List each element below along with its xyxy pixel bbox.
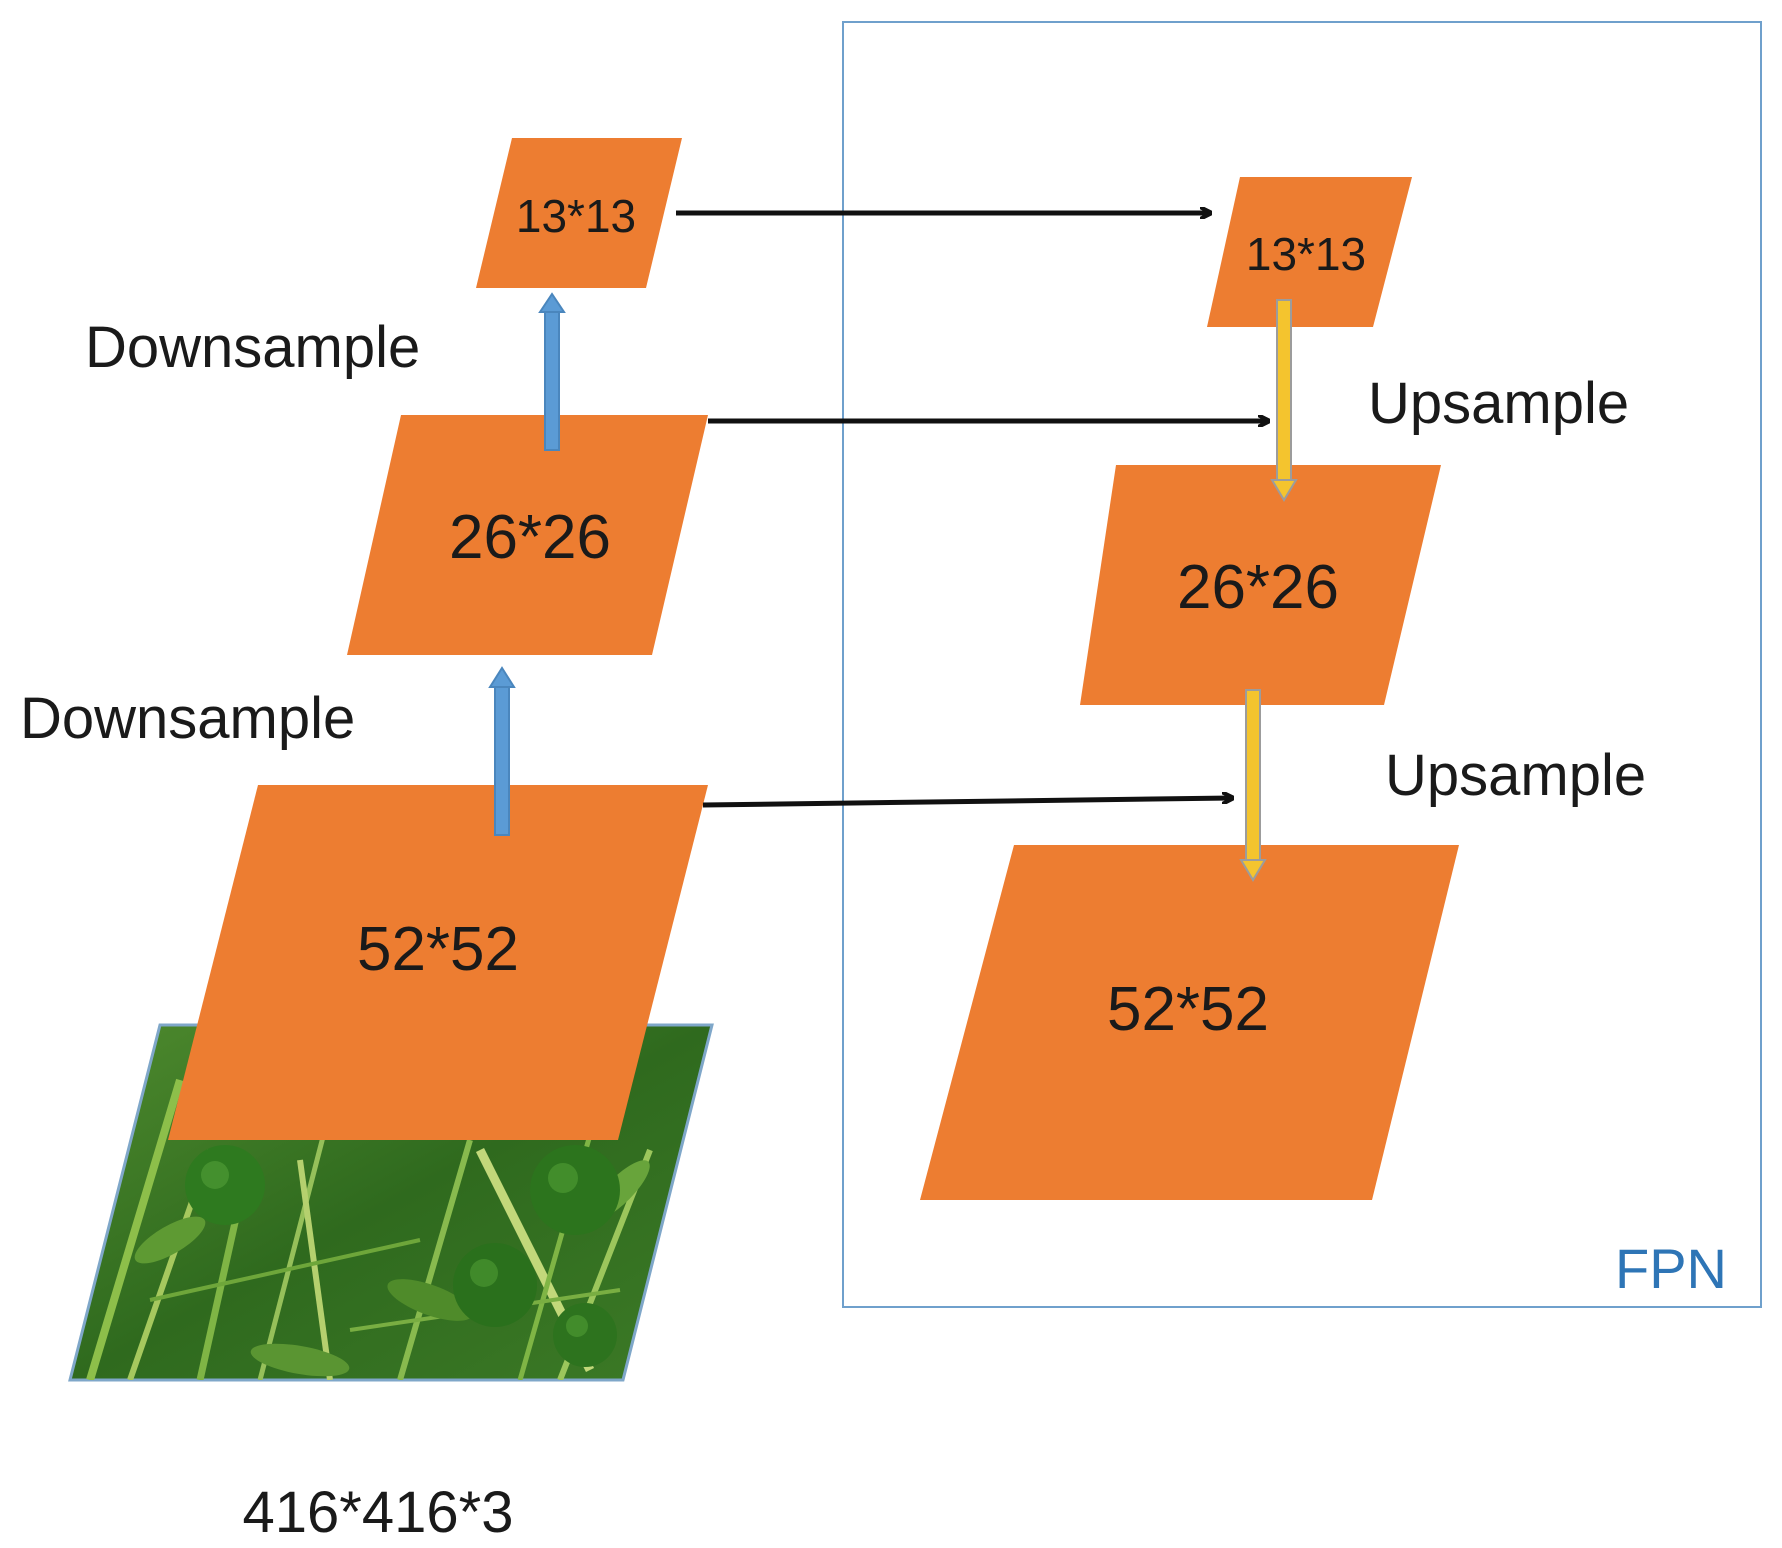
upsample-arrow-lower bbox=[1239, 689, 1267, 882]
fpn-label-26: 26*26 bbox=[1177, 553, 1339, 622]
fpn-box bbox=[842, 21, 1762, 1308]
backbone-feature-map-52 bbox=[168, 785, 708, 1140]
upsample-arrow-upper bbox=[1270, 299, 1298, 502]
downsample-arrow-lower bbox=[488, 666, 516, 836]
fpn-feature-map-26 bbox=[1080, 465, 1441, 705]
fpn-feature-map-13 bbox=[1207, 177, 1412, 327]
lateral-arrow-52 bbox=[702, 798, 1232, 808]
downsample-label-upper: Downsample bbox=[85, 315, 420, 380]
backbone-label-26: 26*26 bbox=[449, 503, 611, 572]
backbone-label-13: 13*13 bbox=[516, 190, 636, 242]
fpn-label-52: 52*52 bbox=[1107, 975, 1269, 1044]
fpn-title: FPN bbox=[1615, 1237, 1727, 1300]
fpn-label-13: 13*13 bbox=[1246, 228, 1366, 280]
upsample-label-upper: Upsample bbox=[1368, 371, 1629, 436]
backbone-feature-map-26 bbox=[347, 415, 708, 655]
backbone-feature-map-13 bbox=[476, 138, 682, 288]
upsample-label-lower: Upsample bbox=[1385, 743, 1646, 808]
backbone-label-52: 52*52 bbox=[357, 915, 519, 984]
fpn-feature-map-52 bbox=[920, 845, 1459, 1200]
downsample-label-lower: Downsample bbox=[20, 686, 355, 751]
input-size-label: 416*416*3 bbox=[243, 1480, 514, 1545]
downsample-arrow-upper bbox=[538, 292, 566, 451]
